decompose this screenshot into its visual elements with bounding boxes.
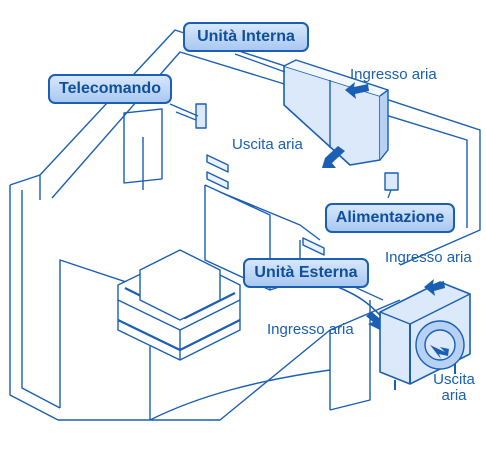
label-outdoor-air-in-side: Ingresso aria xyxy=(267,321,354,338)
floor-front xyxy=(150,299,401,421)
callout-outdoor-unit: Unità Esterna xyxy=(243,258,369,288)
callout-remote: Telecomando xyxy=(48,74,172,104)
power-outlet xyxy=(384,172,399,191)
arrow-indoor-out xyxy=(322,146,345,168)
left-wall-inner xyxy=(21,190,61,409)
arrow-outdoor-in-top xyxy=(424,279,445,296)
arrow-outdoor-out xyxy=(430,345,449,359)
label-outdoor-air-out-line2: aria xyxy=(441,387,467,404)
refrigerant-pipe xyxy=(329,283,381,316)
remote-controller xyxy=(195,103,207,129)
label-outdoor-air-out: Uscita aria xyxy=(432,372,476,404)
label-outdoor-air-in-top: Ingresso aria xyxy=(385,249,472,266)
floor-curve xyxy=(149,369,331,421)
pipe-bracket-2 xyxy=(302,237,325,256)
arrow-indoor-in xyxy=(345,82,369,99)
callout-power: Alimentazione xyxy=(325,203,455,233)
right-wall xyxy=(329,300,371,411)
pipe-bracket-1 xyxy=(206,154,229,190)
left-wall xyxy=(9,174,59,421)
label-indoor-air-in: Ingresso aria xyxy=(350,66,437,83)
label-indoor-air-out: Uscita aria xyxy=(232,136,303,153)
callout-indoor-unit: Unità Interna xyxy=(183,22,309,52)
arrow-outdoor-in-side xyxy=(366,312,381,330)
label-outdoor-air-out-line1: Uscita xyxy=(433,371,475,388)
